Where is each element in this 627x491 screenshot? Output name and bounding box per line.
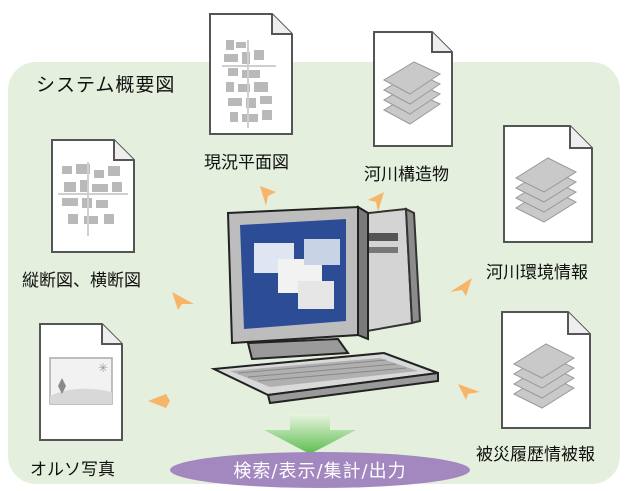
arrow-from-section-icon [172, 292, 194, 310]
label-plan: 現況平面図 [204, 153, 289, 173]
plan-map-doc-icon [209, 13, 293, 135]
arrow-from-plan-icon [260, 186, 276, 206]
arrow-from-river-env-icon [450, 278, 472, 296]
label-river-structure: 河川構造物 [364, 165, 449, 185]
label-disaster: 被災履歴情被報 [476, 445, 595, 465]
arrow-from-disaster-icon [458, 384, 480, 400]
ortho-photo-doc-icon: ✳ [39, 323, 123, 441]
arrow-from-river-structure-icon [368, 192, 384, 212]
svg-text:✳: ✳ [98, 361, 108, 375]
river-structure-doc-icon [373, 31, 453, 147]
label-section: 縦断図、横断図 [22, 271, 141, 291]
label-ortho: オルソ写真 [30, 460, 115, 480]
computer-icon [210, 205, 439, 405]
label-river-env: 河川環境情報 [486, 263, 588, 283]
diagram-title: システム概要図 [36, 74, 176, 96]
output-functions-pill: 検索/表示/集計/出力 [170, 452, 470, 488]
section-map-doc-icon [51, 139, 135, 253]
arrow-from-ortho-icon [148, 394, 170, 408]
output-down-arrow-icon [264, 414, 356, 454]
river-env-doc-icon [503, 125, 593, 243]
disaster-doc-icon [501, 311, 591, 429]
